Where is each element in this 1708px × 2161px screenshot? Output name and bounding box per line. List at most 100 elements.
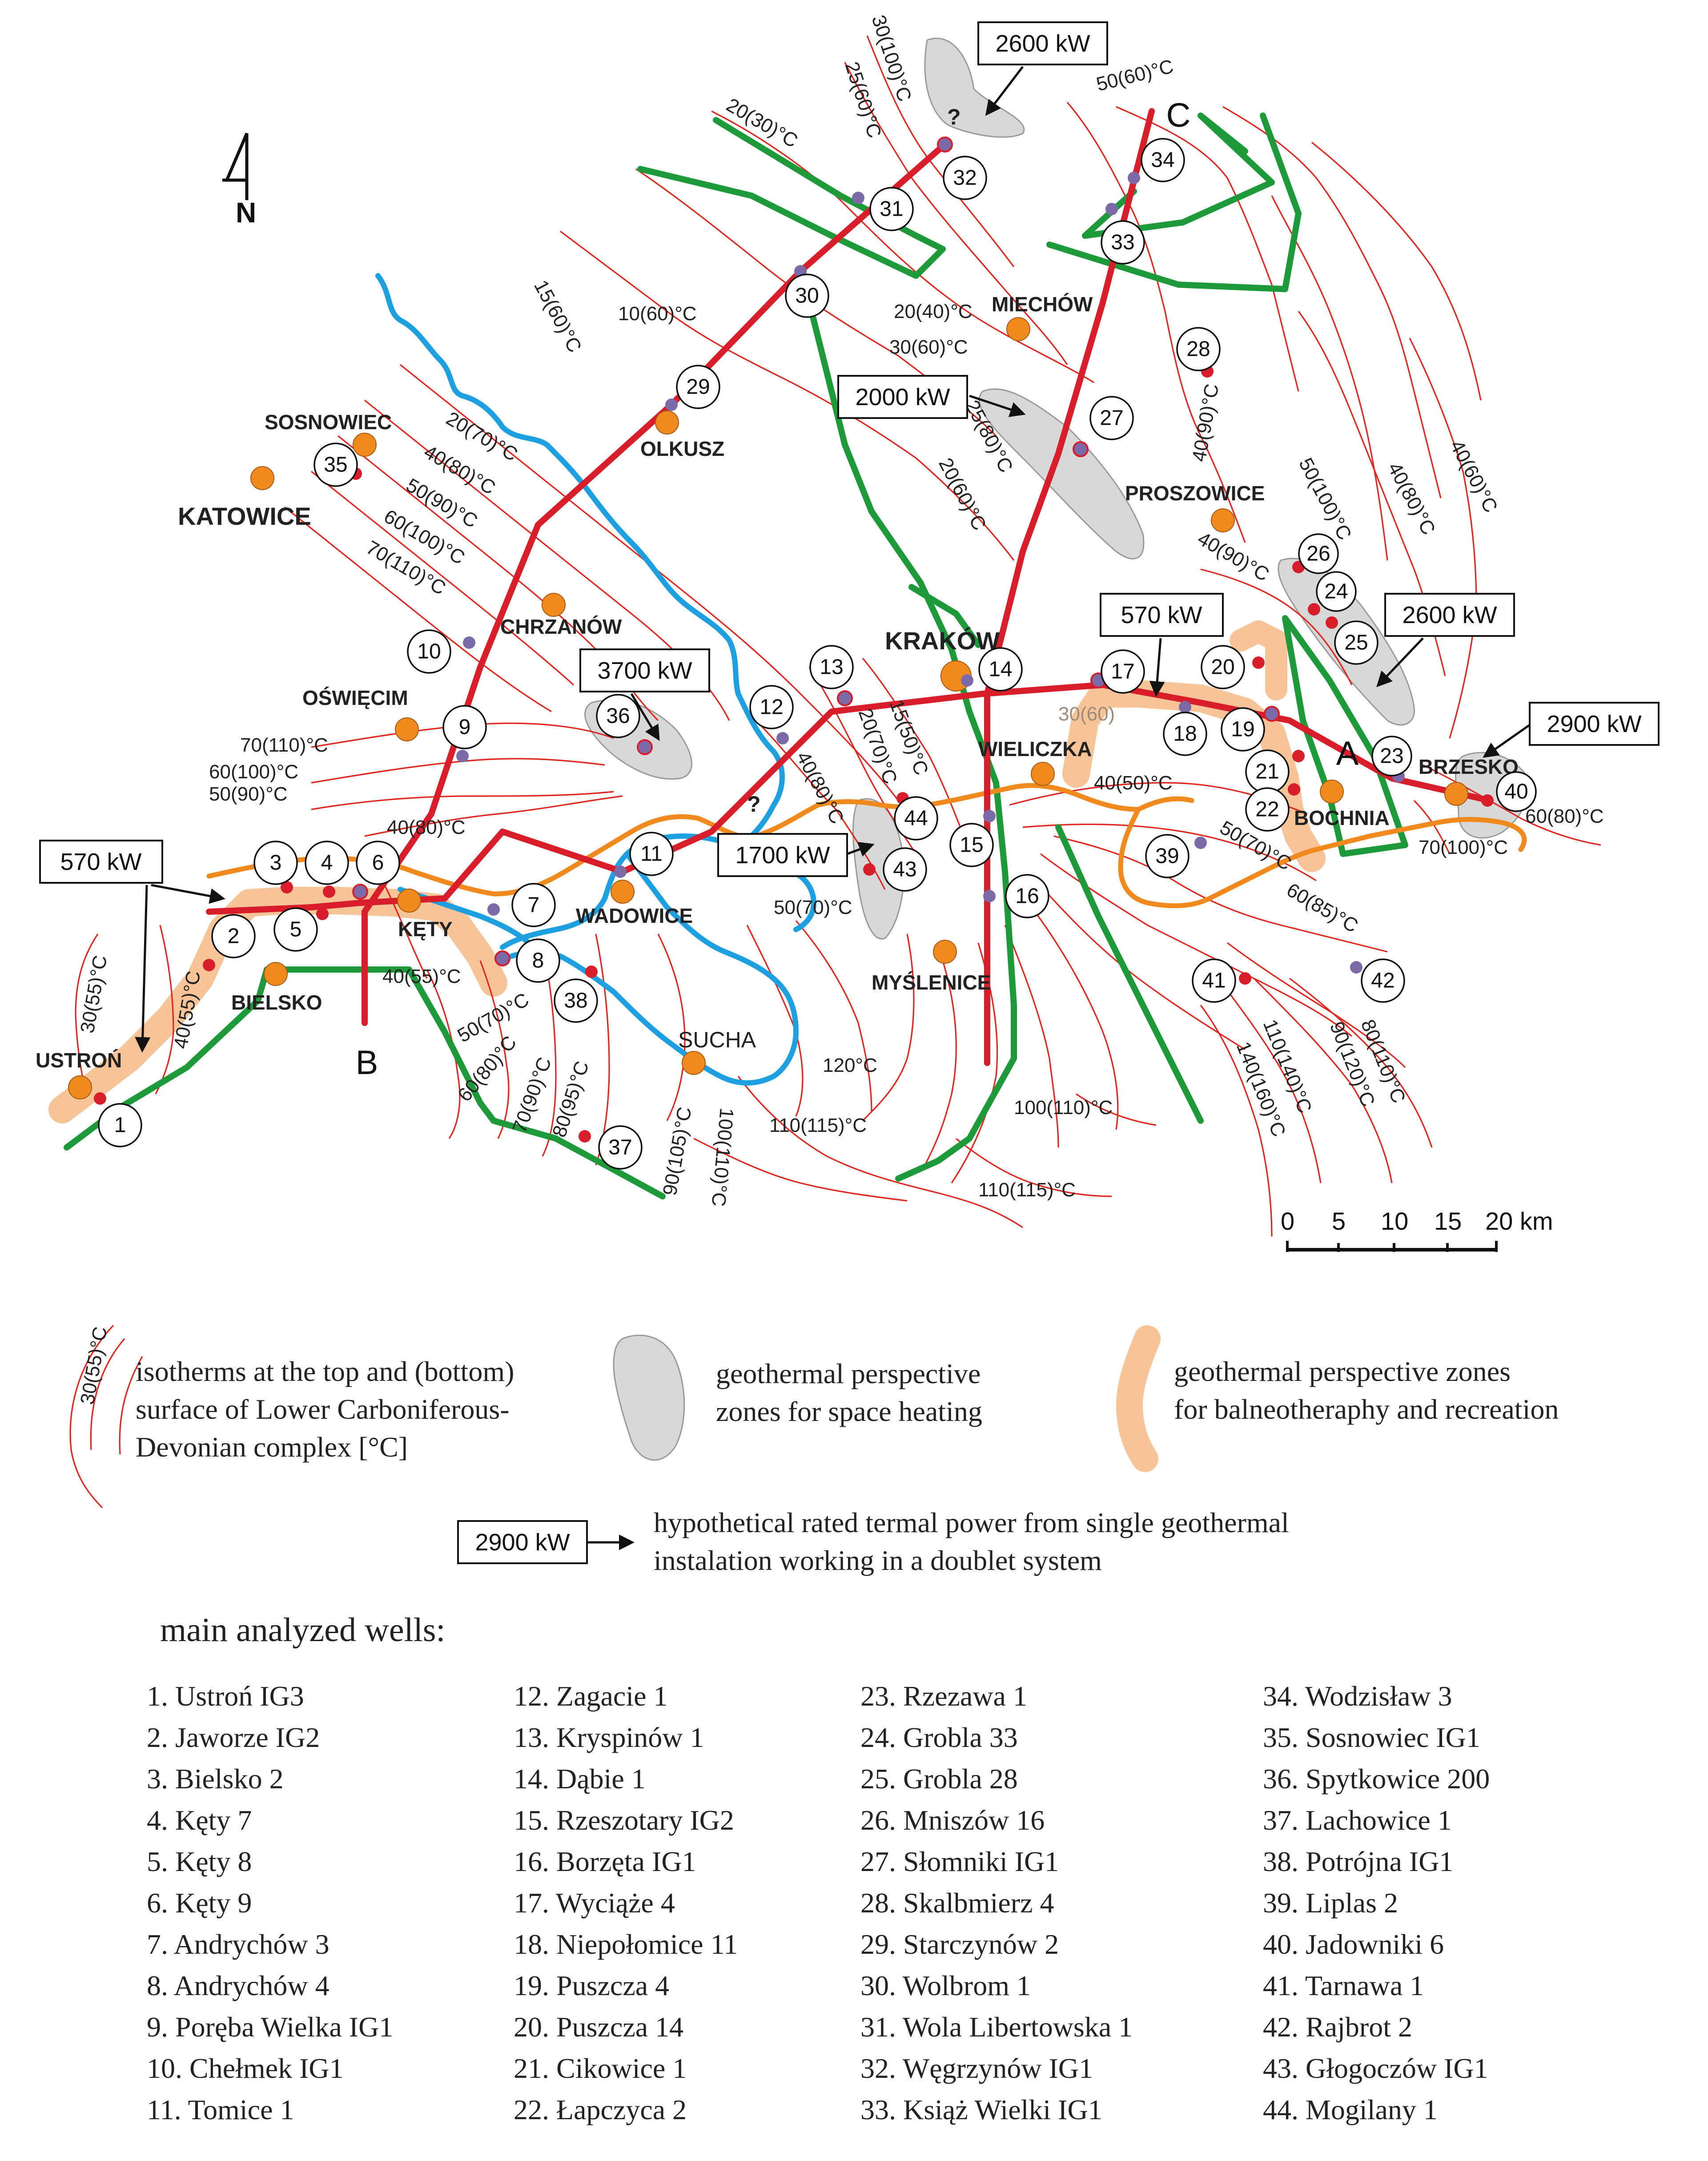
well-marker[interactable]: 15: [949, 810, 996, 867]
city-dot: [542, 593, 566, 617]
well-marker[interactable]: 28: [1176, 327, 1221, 378]
well-circle: [305, 841, 349, 885]
well-marker[interactable]: 20: [1201, 645, 1265, 689]
well-list-item: 37. Lachowice 1: [1263, 1804, 1452, 1836]
well-marker[interactable]: 10: [407, 629, 475, 674]
isotherm-label: 110(115)°C: [978, 1179, 1076, 1201]
well-marker[interactable]: 19: [1221, 706, 1280, 752]
well-circle: [1298, 533, 1339, 574]
well-list-item: 15. Rzeszotary IG2: [514, 1804, 734, 1836]
well-number: 1: [114, 1114, 126, 1137]
well-circle: [273, 907, 318, 952]
well-marker[interactable]: 4: [305, 841, 349, 898]
well-number: 43: [893, 858, 916, 881]
well-marker[interactable]: 9: [442, 705, 487, 762]
well-marker[interactable]: 44: [894, 792, 938, 841]
well-marker[interactable]: 41: [1192, 958, 1251, 1003]
well-dot: [665, 398, 678, 411]
well-marker[interactable]: 26: [1292, 533, 1339, 574]
well-dot: [852, 192, 864, 204]
well-list-item: 10. Chełmek IG1: [147, 2052, 344, 2084]
well-dot: [1194, 837, 1207, 849]
well-marker[interactable]: 42: [1350, 958, 1405, 1003]
well-marker[interactable]: 40: [1481, 771, 1537, 812]
isotherm-label: 40(90)°C: [1188, 382, 1223, 463]
well-dot: [281, 881, 293, 893]
well-marker[interactable]: 1: [94, 1092, 142, 1147]
isotherm-label: 40(55)°C: [382, 966, 461, 987]
well-marker[interactable]: 34: [1128, 138, 1185, 184]
well-dot: [1252, 656, 1265, 669]
well-number: 5: [290, 918, 302, 942]
well-list-item: 13. Kryspinów 1: [514, 1722, 704, 1753]
power-label-spytkowice: 3700 kW: [579, 648, 710, 741]
well-list-item: 24. Grobla 33: [860, 1722, 1018, 1753]
well-number: 3: [270, 851, 282, 875]
city-dot: [655, 410, 679, 435]
well-number: 30: [795, 284, 819, 308]
well-number: 18: [1173, 722, 1197, 746]
well-marker[interactable]: 33: [1101, 203, 1145, 265]
isotherm-label: 70(110)°C: [240, 734, 328, 756]
scale-tick-label: 5: [1332, 1207, 1346, 1235]
well-number: 13: [820, 656, 843, 679]
well-marker[interactable]: 8: [494, 938, 560, 983]
well-marker[interactable]: 23: [1371, 736, 1412, 782]
well-marker[interactable]: 11: [614, 832, 674, 878]
well-dot: [494, 950, 510, 966]
well-marker[interactable]: 39: [1145, 834, 1207, 878]
well-dot: [1264, 706, 1280, 722]
well-marker[interactable]: 27: [1073, 396, 1134, 457]
legend-power-sample: 2900 kW: [475, 1529, 570, 1556]
well-marker[interactable]: 13: [809, 645, 854, 706]
well-marker[interactable]: 3: [253, 841, 298, 893]
well-circle: [554, 978, 598, 1023]
isotherm-label: 40(80)°C: [1383, 459, 1439, 539]
well-list-item: 6. Kęty 9: [147, 1887, 252, 1919]
well-marker[interactable]: 22: [1245, 783, 1300, 832]
well-marker[interactable]: 43: [863, 847, 927, 892]
well-dot: [1292, 750, 1305, 762]
well-marker[interactable]: 12: [749, 685, 794, 744]
well-number: 22: [1255, 798, 1279, 821]
well-marker[interactable]: 16: [983, 874, 1049, 918]
well-list-item: 16. Borzęta IG1: [514, 1846, 696, 1877]
well-marker[interactable]: 6: [352, 841, 400, 900]
city-label-bochnia: BOCHNIA: [1294, 806, 1390, 829]
legend-balneo: geothermal perspective zones for balneot…: [1116, 1325, 1559, 1472]
well-list-item: 21. Cikowice 1: [514, 2052, 687, 2084]
well-marker[interactable]: 38: [554, 966, 598, 1023]
well-marker[interactable]: 24: [1308, 571, 1357, 616]
well-marker[interactable]: 37: [579, 1125, 643, 1170]
well-circle: [407, 629, 451, 674]
well-circle: [883, 847, 927, 892]
well-marker[interactable]: 7: [487, 883, 556, 927]
power-label-glogoczow: 1700 kW: [717, 833, 875, 877]
well-marker[interactable]: 35: [313, 443, 362, 487]
well-marker[interactable]: 5: [273, 907, 329, 952]
well-marker[interactable]: 32: [937, 137, 987, 200]
well-circle: [516, 938, 560, 983]
isotherm-label: 100(110)°C: [1014, 1097, 1113, 1119]
well-marker[interactable]: 29: [665, 365, 720, 411]
well-marker[interactable]: 14: [961, 647, 1023, 692]
well-circle: [629, 832, 674, 876]
well-marker[interactable]: 17: [1090, 649, 1145, 694]
well-marker[interactable]: 31: [852, 187, 914, 231]
city-dot: [264, 962, 288, 986]
region-boundary: [206, 783, 1527, 909]
well-circle: [598, 1125, 643, 1170]
well-circle: [1245, 787, 1290, 832]
well-circle: [943, 156, 987, 200]
well-marker[interactable]: 30: [785, 265, 829, 318]
well-number: 27: [1100, 406, 1123, 430]
well-dot: [1481, 794, 1494, 807]
well-marker[interactable]: 36: [596, 694, 653, 755]
well-marker[interactable]: 18: [1163, 701, 1207, 756]
well-marker[interactable]: 2: [203, 914, 256, 971]
well-dot: [1179, 701, 1191, 713]
well-marker[interactable]: 25: [1326, 616, 1378, 665]
well-marker[interactable]: 21: [1245, 749, 1305, 794]
well-list-item: 38. Potrójna IG1: [1263, 1846, 1453, 1877]
